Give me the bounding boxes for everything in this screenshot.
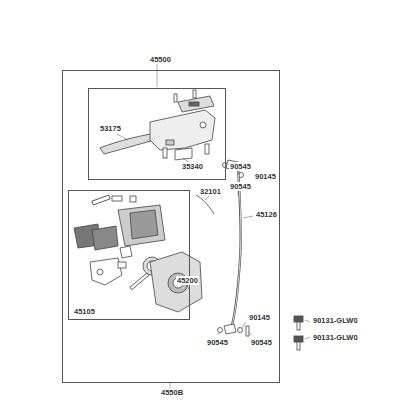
callout-number: 90545 — [250, 338, 273, 347]
part-number: 45105 — [73, 307, 96, 316]
assembly-frame: 4550B4550045105 — [62, 70, 280, 383]
callout-number: 90131-GLW0 — [312, 333, 359, 342]
callout-number: 90545 — [229, 162, 252, 171]
callout-number: 35340 — [181, 162, 204, 171]
callout-number: 90545 — [229, 182, 252, 191]
callout-number: 53175 — [99, 124, 122, 133]
callout-number: 32101 — [199, 187, 222, 196]
callout-number: 90131-GLW0 — [312, 316, 359, 325]
subassembly-box: 45105 — [68, 190, 190, 320]
callout-number: 90145 — [254, 172, 277, 181]
callout-number: 45126 — [255, 210, 278, 219]
subassembly-box: 45500 — [88, 88, 226, 180]
part-number: 4550B — [160, 388, 184, 397]
callout-number: 90545 — [206, 338, 229, 347]
callout-number: 45200 — [176, 276, 199, 285]
part-number: 45500 — [149, 55, 172, 64]
callout-number: 90145 — [248, 313, 271, 322]
